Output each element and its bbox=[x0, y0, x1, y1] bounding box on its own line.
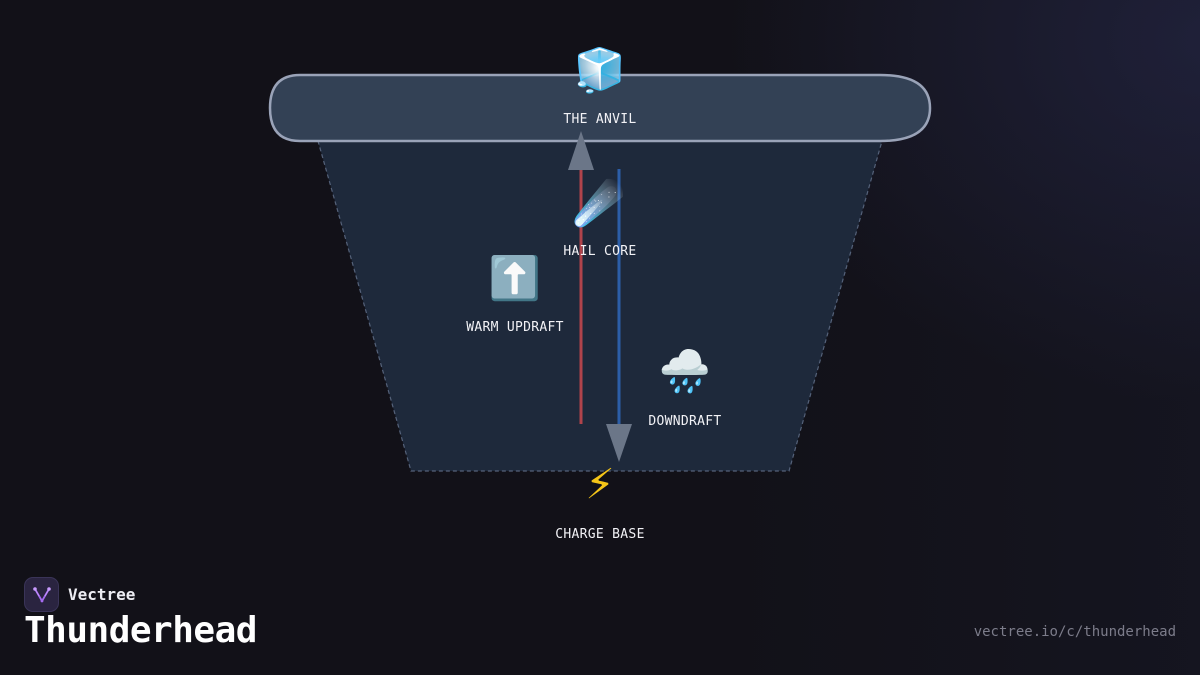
page-title: Thunderhead bbox=[24, 610, 257, 651]
node-label-warm-updraft: WARM UPDRAFT bbox=[466, 320, 564, 335]
downdraft-arrowhead bbox=[606, 424, 632, 462]
page-url[interactable]: vectree.io/c/thunderhead bbox=[973, 624, 1176, 640]
node-label-anvil: THE ANVIL bbox=[563, 112, 636, 127]
up-arrow-icon: ⬆️ bbox=[489, 254, 541, 303]
node-label-hail-core: HAIL CORE bbox=[563, 244, 636, 259]
brand-name: Vectree bbox=[68, 585, 136, 604]
node-hail-core: ☄️ HAIL CORE bbox=[563, 177, 636, 260]
node-charge-base: ⚡ CHARGE BASE bbox=[555, 460, 644, 543]
cloud-body bbox=[317, 140, 883, 472]
brand: Vectree bbox=[24, 577, 135, 612]
node-label-charge-base: CHARGE BASE bbox=[555, 527, 644, 542]
ice-cube-icon: 🧊 bbox=[574, 46, 626, 96]
node-anvil: 🧊 THE ANVIL bbox=[563, 46, 636, 128]
rain-cloud-icon: 🌧️ bbox=[659, 346, 711, 397]
node-warm-updraft: ⬆️ WARM UPDRAFT bbox=[466, 254, 564, 336]
anvil-shape bbox=[268, 73, 932, 143]
comet-icon: ☄️ bbox=[573, 177, 626, 230]
updraft-arrowhead bbox=[568, 131, 594, 170]
lightning-icon: ⚡ bbox=[585, 460, 615, 509]
node-label-downdraft: DOWNDRAFT bbox=[648, 414, 721, 429]
node-downdraft: 🌧️ DOWNDRAFT bbox=[648, 346, 721, 430]
vectree-logo-icon bbox=[24, 577, 59, 612]
